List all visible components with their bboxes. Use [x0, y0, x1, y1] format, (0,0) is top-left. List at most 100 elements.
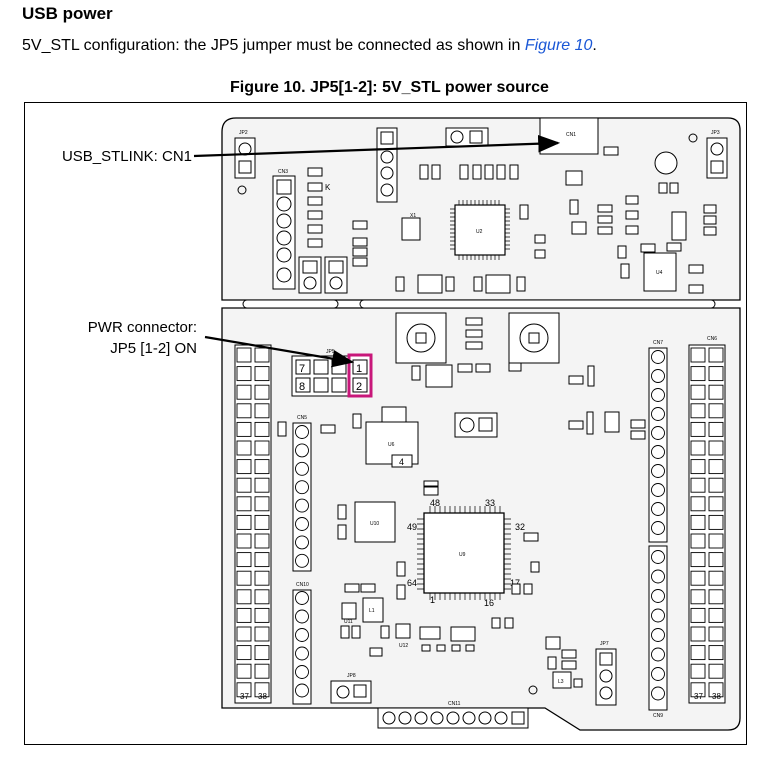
right-header-pin [708, 477, 724, 493]
right-header-pin [690, 347, 706, 363]
left-header-pin [236, 607, 252, 623]
u9-pin48: 48 [430, 498, 440, 508]
left-header-pin [236, 514, 252, 530]
right-header-pin [690, 589, 706, 605]
u9-pin64: 64 [407, 578, 417, 588]
cn5-pin [295, 425, 309, 439]
u9-pin49: 49 [407, 522, 417, 532]
l3-label: L3 [558, 679, 564, 685]
u12-chip [395, 623, 411, 639]
usb-callout: USB_STLINK: CN1 [40, 146, 192, 167]
left-header-pin [236, 366, 252, 382]
cn7-label: CN7 [653, 340, 663, 346]
right-header-pin [690, 663, 706, 679]
jp2-label: JP2 [239, 130, 248, 136]
jp5-highlight [347, 353, 373, 398]
u12-label: U12 [399, 643, 408, 649]
left-header-pin [236, 496, 252, 512]
u2-label: U2 [476, 229, 483, 235]
jp7-label: JP7 [600, 641, 609, 647]
u9-pin16: 16 [484, 598, 494, 608]
jp2-jumper [234, 137, 256, 179]
right-header-pin [708, 440, 724, 456]
cn5-pin [295, 480, 309, 495]
right-header-pin [708, 682, 724, 698]
cn9-pin [651, 686, 665, 701]
u9-pin17: 17 [510, 578, 520, 588]
right-header-pin [708, 607, 724, 623]
left-header-pin [254, 552, 270, 568]
left-header-pin [254, 663, 270, 679]
board-split-slot [359, 299, 716, 309]
left-header-pin [254, 366, 270, 382]
u11-chip [341, 602, 357, 620]
u4-chip [643, 252, 677, 292]
cn7-pin [651, 407, 665, 421]
section-heading: USB power [22, 4, 113, 23]
right-header-pin [690, 570, 706, 586]
u9-label: U9 [459, 552, 466, 558]
right-header-pin [690, 403, 706, 419]
jp5-label: JP5 [326, 349, 335, 355]
l1-label: L1 [369, 608, 375, 614]
right-header-pin [708, 366, 724, 382]
right-header-pin [708, 645, 724, 661]
left-header-pin [254, 459, 270, 475]
cn5-pin [295, 498, 309, 513]
left-header-pin [254, 682, 270, 698]
cn10-pin [295, 665, 309, 679]
right-header-pin [708, 589, 724, 605]
left-header-pin [254, 496, 270, 512]
left-header-pin [254, 403, 270, 419]
cn10-pin [295, 591, 309, 605]
cn1-label: CN1 [566, 132, 576, 138]
u9-pin1: 1 [430, 595, 435, 605]
paragraph-text: 5V_STL configuration: the JP5 jumper mus… [22, 37, 525, 54]
left-header-pin [254, 645, 270, 661]
cn9-pin [651, 550, 665, 564]
cn5-pin [295, 553, 309, 568]
left-header-pin [236, 384, 252, 400]
jp5-pin7: 7 [299, 363, 305, 375]
right-header-pin [690, 384, 706, 400]
cn5-pin [295, 443, 309, 458]
jp5-pin2: 2 [356, 381, 362, 393]
upper-pin-header [376, 127, 398, 203]
right-morpho-header [688, 344, 726, 704]
x1-crystal [401, 217, 421, 241]
section-paragraph: 5V_STL configuration: the JP5 jumper mus… [22, 37, 597, 55]
left-header-pin [236, 533, 252, 549]
paragraph-end: . [592, 37, 597, 54]
right-header-pin [708, 421, 724, 437]
left-header-pin [236, 663, 252, 679]
figure-caption: Figure 10. JP5[1-2]: 5V_STL power source [230, 79, 549, 96]
k-mark: K [325, 183, 331, 192]
left-header-pin [236, 589, 252, 605]
cn5-pin [295, 535, 309, 550]
left-header-pin [254, 607, 270, 623]
left-header-pin [254, 533, 270, 549]
cn5-pin [295, 517, 309, 531]
left-header-pin [236, 570, 252, 586]
left-header-pin [254, 477, 270, 493]
usb-callout-label: USB_STLINK: CN1 [61, 148, 192, 165]
right-header-pin [690, 607, 706, 623]
cn7-pin [651, 483, 665, 497]
figure-link[interactable]: Figure 10 [524, 37, 593, 54]
jp5-pin8: 8 [299, 381, 305, 393]
right-header-pin [708, 514, 724, 530]
jp7-jumper [595, 648, 617, 706]
pwr-callout: PWR connector: JP5 [1-2] ON [40, 317, 197, 359]
right-header-pin [708, 403, 724, 419]
cn10-label: CN10 [296, 582, 309, 588]
l3-inductor [552, 671, 572, 689]
cn5-header [292, 422, 312, 572]
u9-mcu [423, 512, 505, 594]
cn7-pin [651, 445, 665, 459]
usb-callout-arrow [193, 134, 561, 158]
jp3-label: JP3 [711, 130, 720, 136]
left-header-pin [254, 384, 270, 400]
u6-label: U6 [388, 442, 395, 448]
pwr-callout-arrow [204, 335, 355, 368]
